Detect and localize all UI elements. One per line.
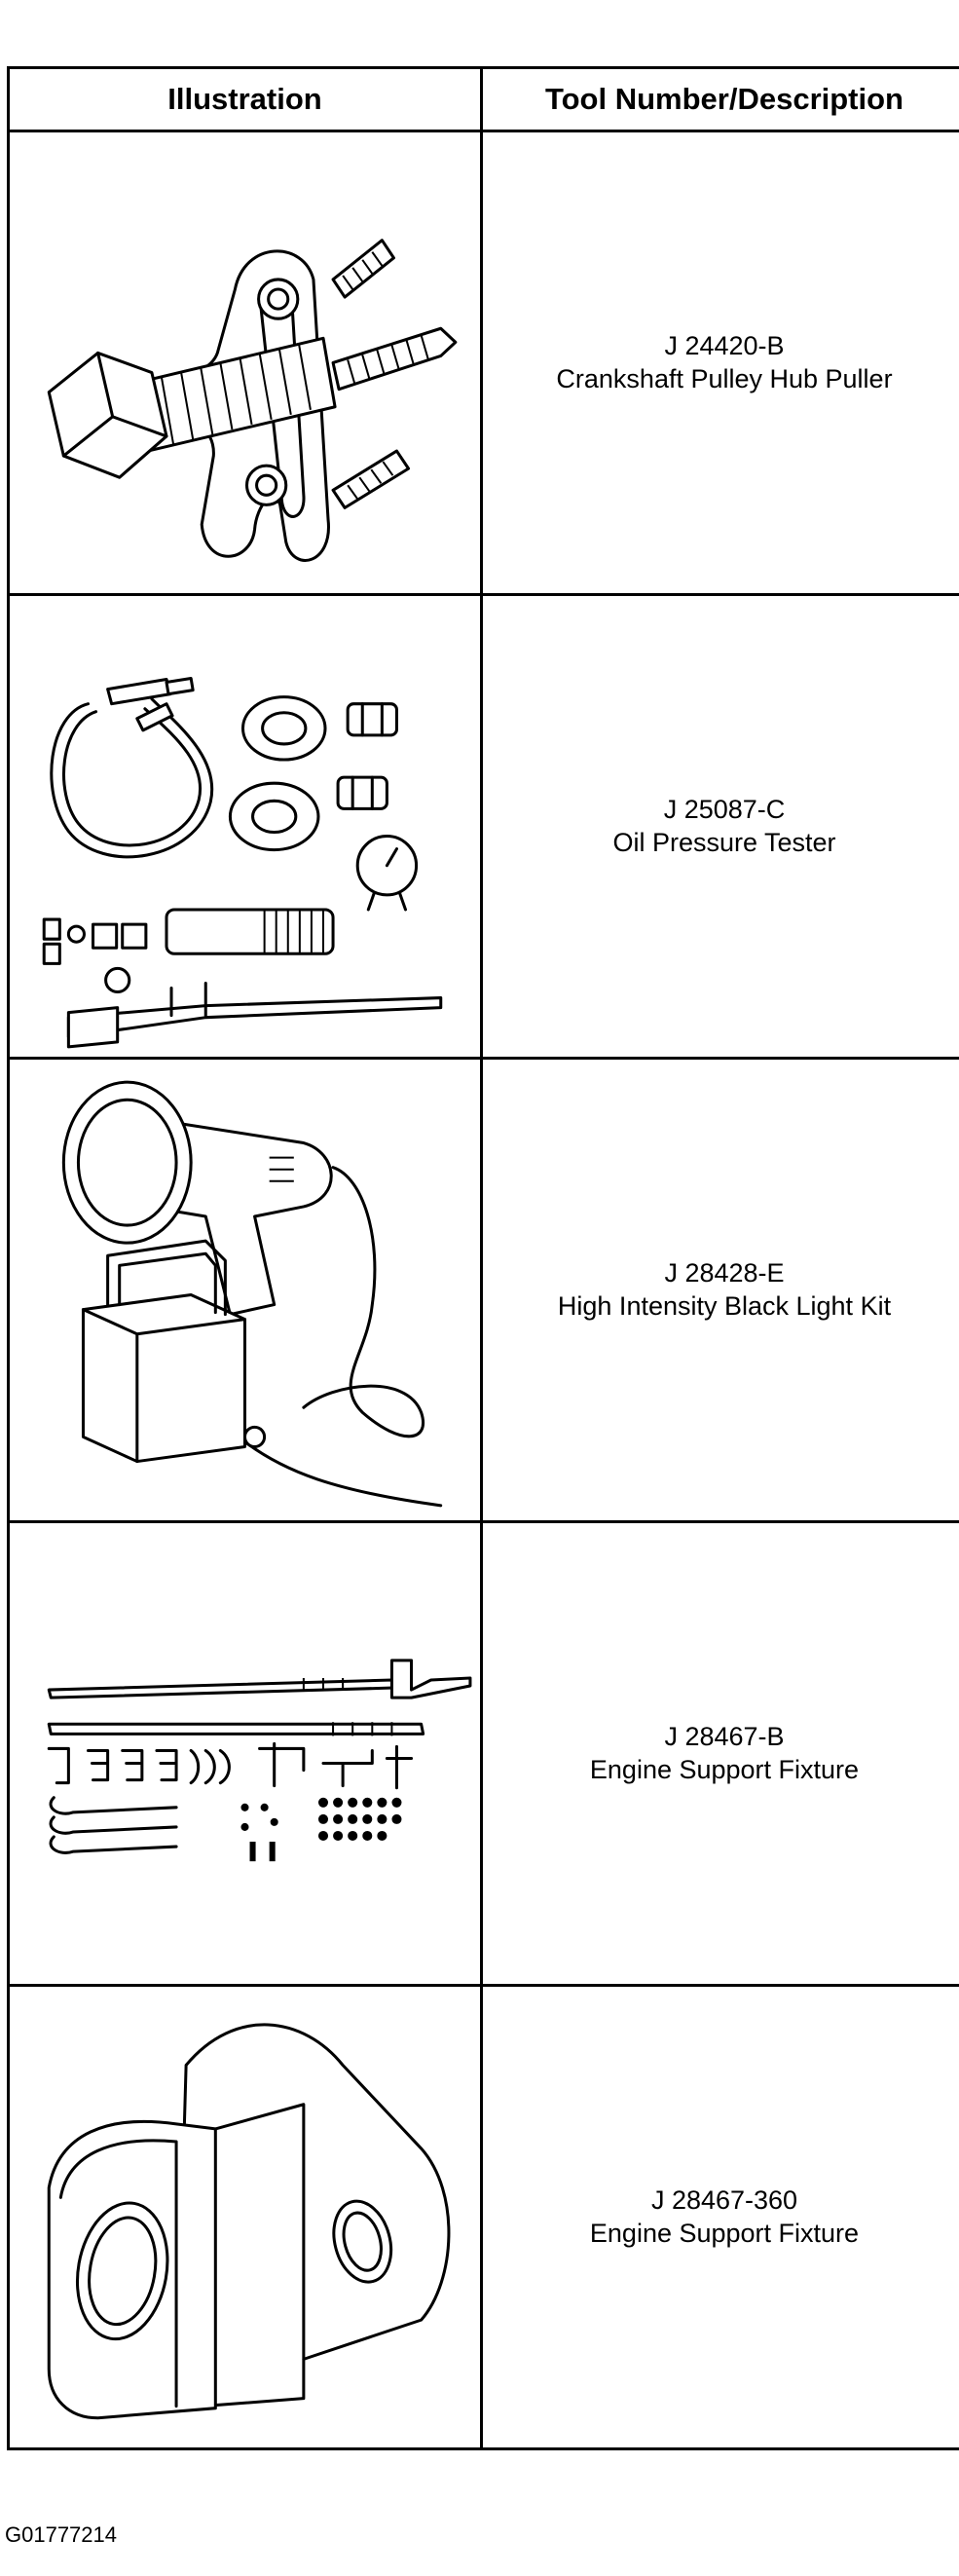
black-light-kit-illustration [7, 1056, 483, 1523]
description-cell: J 28467-360 Engine Support Fixture [480, 1983, 959, 2450]
tool-description: Crankshaft Pulley Hub Puller [556, 363, 893, 393]
table-row: J 28467-360 Engine Support Fixture [7, 1983, 959, 2450]
oil-pressure-tester-illustration [7, 592, 483, 1060]
tool-description: Engine Support Fixture [589, 2218, 860, 2248]
header-row: Illustration Tool Number/Description [7, 66, 959, 132]
header-illustration: Illustration [7, 66, 483, 132]
table-row: J 25087-C Oil Pressure Tester [7, 592, 959, 1060]
description-cell: J 25087-C Oil Pressure Tester [480, 592, 959, 1060]
support-fixture-bracket-illustration [7, 1983, 483, 2450]
tool-description: Engine Support Fixture [589, 1754, 860, 1784]
pulley-hub-puller-illustration [7, 130, 483, 596]
tool-description: High Intensity Black Light Kit [557, 1290, 892, 1321]
description-cell: J 24420-B Crankshaft Pulley Hub Puller [480, 130, 959, 596]
engine-support-fixture-illustration [7, 1519, 483, 1987]
description-cell: J 28428-E High Intensity Black Light Kit [480, 1056, 959, 1523]
tool-number: J 28467-B [664, 1721, 785, 1751]
description-cell: J 28467-B Engine Support Fixture [480, 1519, 959, 1987]
tool-description: Oil Pressure Tester [612, 827, 836, 857]
table-row: J 28467-B Engine Support Fixture [7, 1519, 959, 1987]
tool-number: J 28428-E [664, 1257, 785, 1288]
tool-table: Illustration Tool Number/Description [7, 66, 959, 2450]
tool-number: J 25087-C [663, 794, 786, 824]
table-row: J 28428-E High Intensity Black Light Kit [7, 1056, 959, 1523]
table-row: J 24420-B Crankshaft Pulley Hub Puller [7, 130, 959, 596]
figure-code: G01777214 [5, 2522, 117, 2547]
tool-number: J 24420-B [664, 330, 785, 360]
tool-number: J 28467-360 [650, 2184, 798, 2215]
header-description: Tool Number/Description [480, 66, 959, 132]
